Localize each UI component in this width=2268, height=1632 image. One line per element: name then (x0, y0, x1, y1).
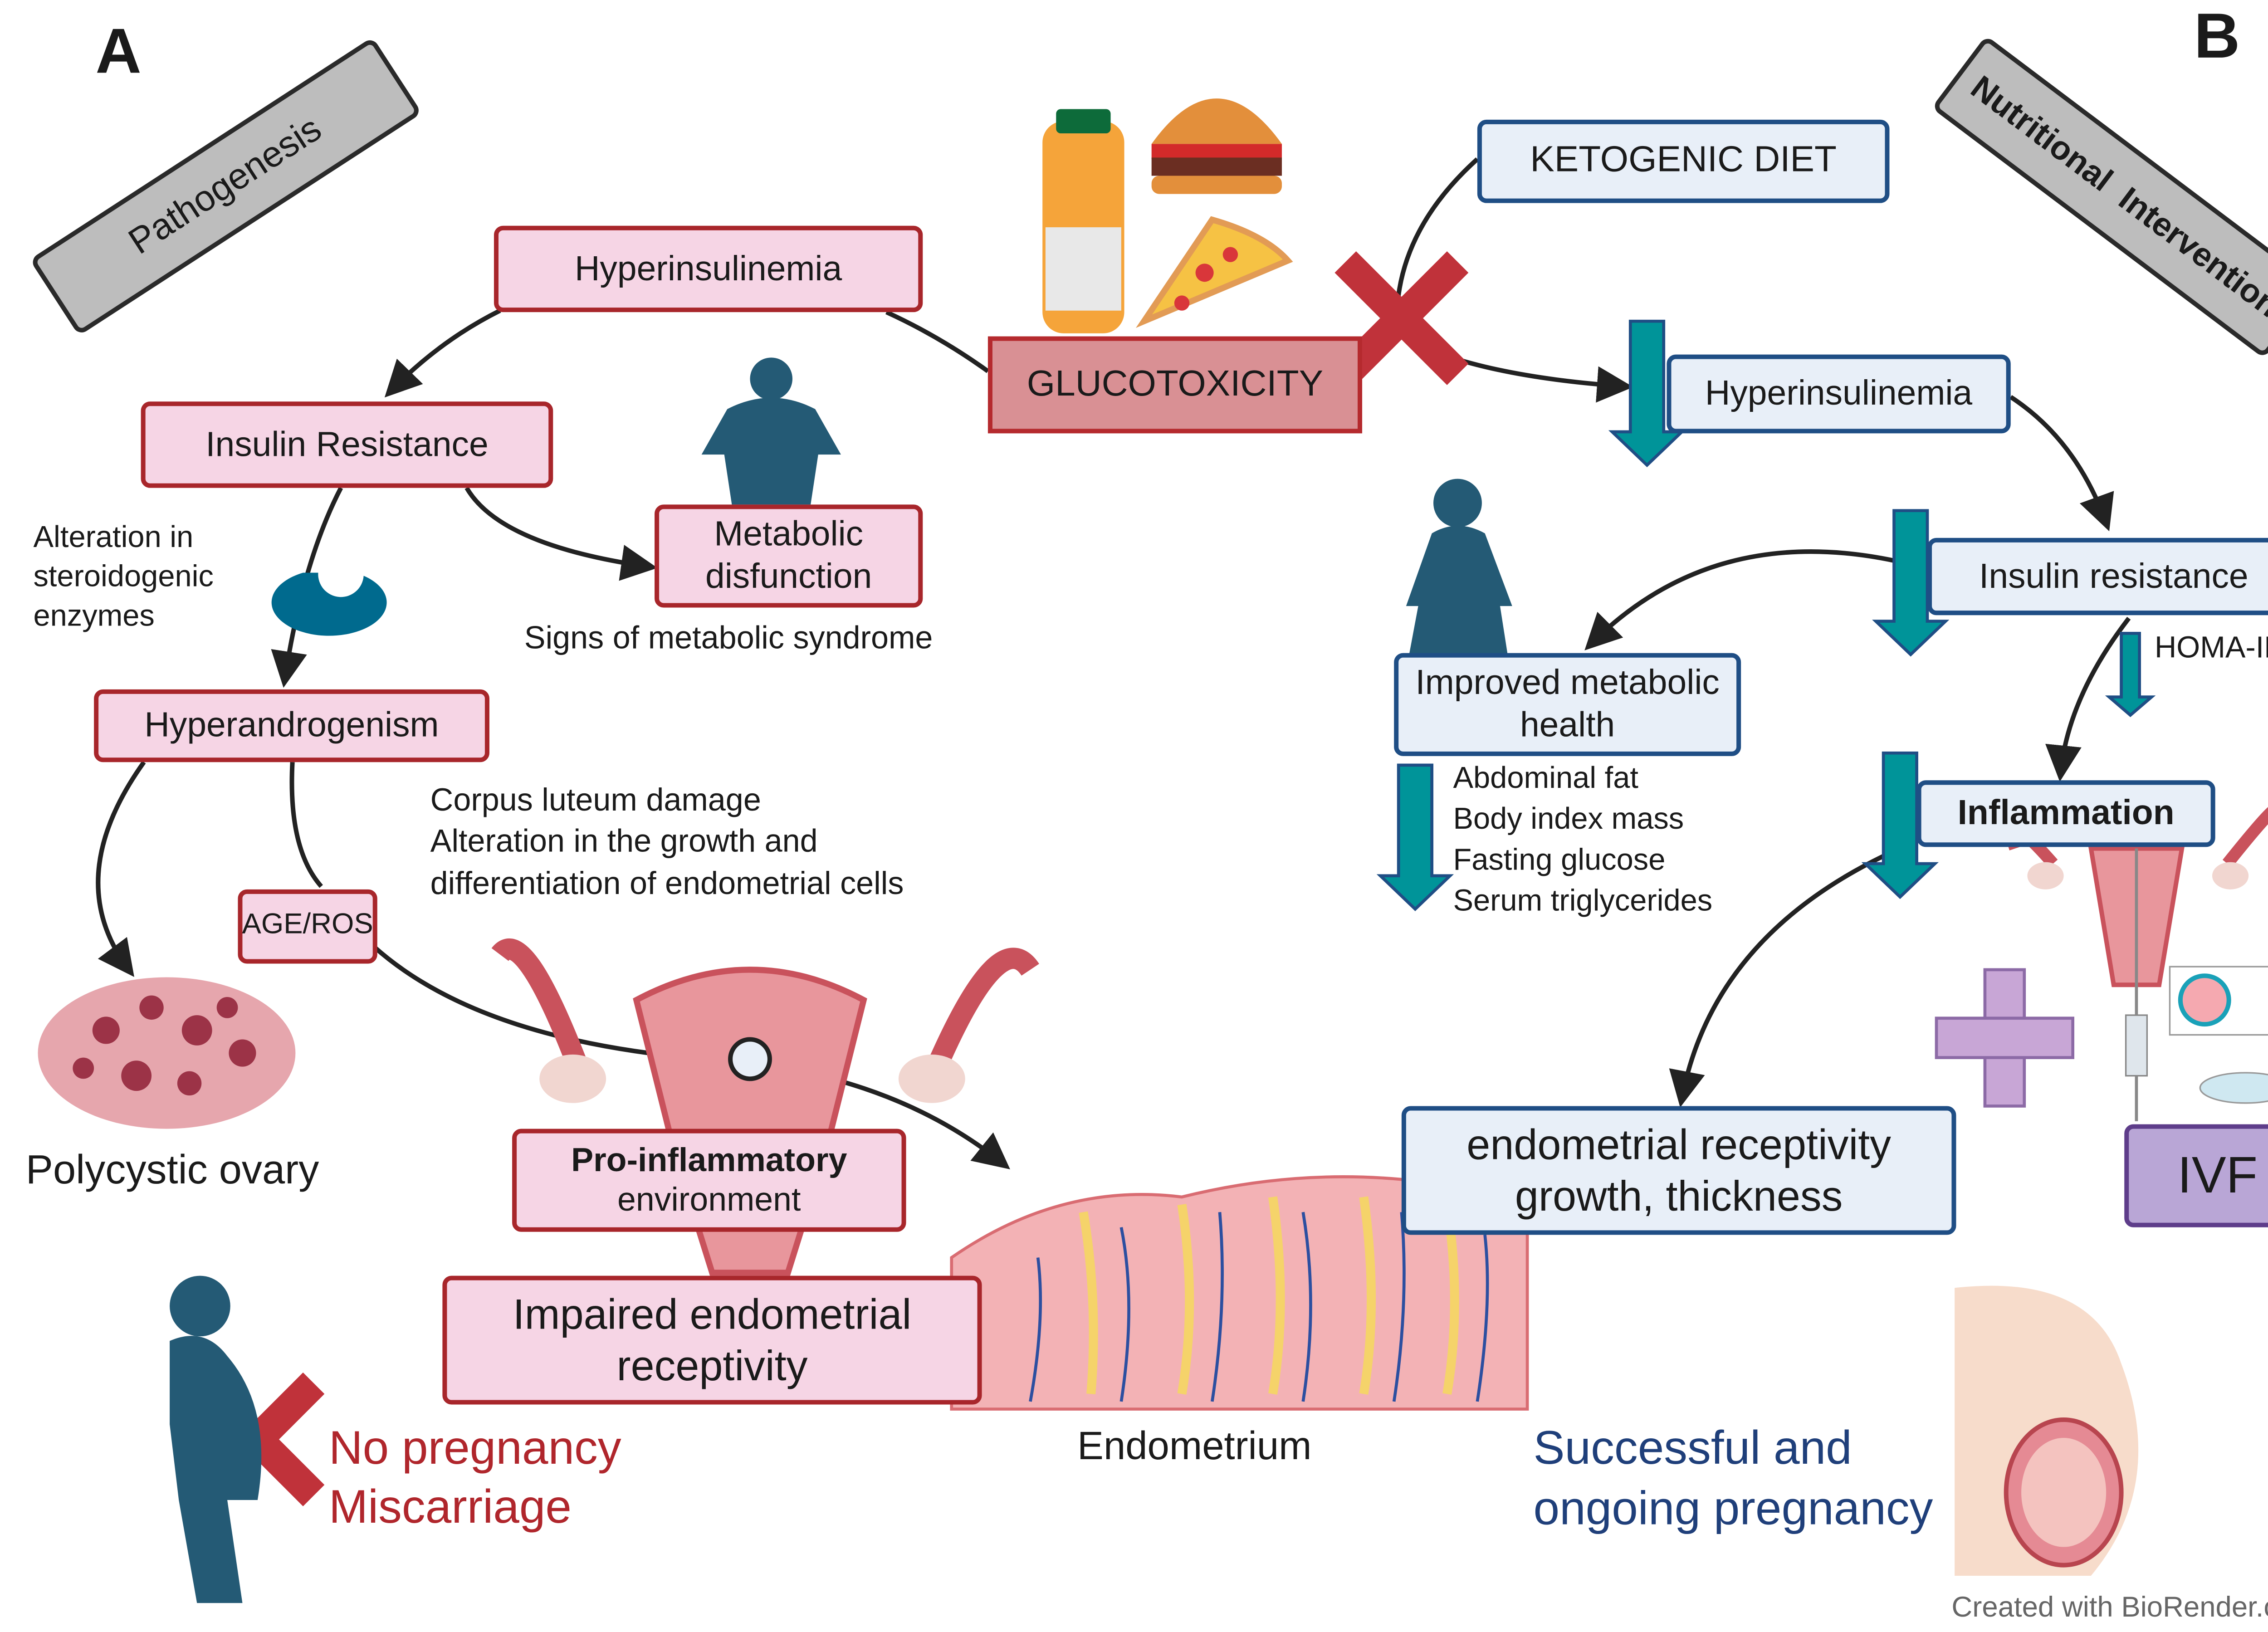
environment-label: environment (617, 1180, 801, 1218)
inflammation-box: Inflammation (1916, 780, 2215, 847)
juice-bottle-icon (1042, 109, 1124, 333)
pro-inflammatory-label: Pro-inflammatory (571, 1140, 847, 1178)
hyperinsulinemia-box-a: Hyperinsulinemia (494, 225, 923, 313)
ivf-box: IVF (2124, 1124, 2268, 1227)
pro-inflammatory-box: Pro-inflammatory environment (512, 1129, 906, 1232)
miscarriage-label: Miscarriage (328, 1480, 572, 1533)
alteration-label: Alteration in steroidogenic enzymes (33, 518, 213, 636)
endometrium-label: Endometrium (1077, 1422, 1312, 1468)
alteration-line: Alteration in (33, 521, 194, 555)
biorender-credit: Created with BioRender.com (1951, 1592, 2268, 1624)
alteration-line: enzymes (33, 600, 155, 634)
corpus-line: Alteration in the growth and (430, 825, 818, 860)
arrow-gluco-to-hyper-b (1446, 354, 1633, 403)
hyperandrogenism-box: Hyperandrogenism (94, 689, 489, 762)
negative-outcome: No pregnancy Miscarriage (329, 1420, 621, 1537)
plus-icon (1935, 968, 2075, 1108)
metabolic-disfunction-box: Metabolic disfunction (655, 504, 923, 608)
person-icon (701, 357, 841, 505)
ongoing-pregnancy-label: ongoing pregnancy (1533, 1482, 1933, 1535)
hyperinsulinemia-box-b: Hyperinsulinemia (1667, 354, 2011, 434)
burger-icon (1151, 98, 1282, 194)
impaired-receptivity-box: Impaired endometrial receptivity (442, 1275, 982, 1405)
corpus-line: Corpus luteum damage (430, 783, 761, 818)
successful-label: Successful and (1533, 1421, 1852, 1475)
woman-icon (1406, 479, 1512, 655)
endometrial-receptivity-box: endometrial receptivity growth, thicknes… (1401, 1106, 1956, 1235)
corpus-line: differentiation of endometrial cells (430, 866, 904, 901)
homa-ir-label: HOMA-IR (2155, 631, 2268, 665)
corpus-luteum-label: Corpus luteum damage Alteration in the g… (430, 780, 904, 904)
arrow-hyperandrogenism-to-ovary (96, 761, 146, 977)
alteration-line: steroidogenic (33, 560, 214, 594)
panel-a-letter: A (95, 15, 142, 87)
ketogenic-diet-box: KETOGENIC DIET (1477, 119, 1890, 203)
decrease-arrow-icon (1376, 319, 2156, 911)
reduction-item: Serum triglycerides (1453, 884, 1713, 919)
arrow-ir-to-improved (1584, 549, 1895, 650)
positive-outcome: Successful and ongoing pregnancy (1533, 1418, 1933, 1540)
reduction-item: Fasting glucose (1453, 844, 1666, 878)
arrow-ir-to-metabolic (464, 487, 658, 581)
polycystic-ovary-label: Polycystic ovary (25, 1147, 319, 1192)
arrow-hyper-to-ir (384, 308, 501, 398)
glucotoxicity-box: GLUCOTOXICITY (987, 336, 1363, 434)
improved-metabolic-health-box: Improved metabolic health (1394, 653, 1741, 756)
polycystic-ovary-icon (38, 977, 296, 1129)
pregnancy-icon (1955, 1285, 2139, 1576)
insulin-resistance-box-b: Insulin resistance (1927, 537, 2268, 616)
pizza-icon (1135, 216, 1293, 328)
enzyme-icon (271, 572, 387, 636)
age-ros-box: AGE/ROS (238, 889, 377, 964)
endometrium-icon (950, 1175, 1529, 1411)
reduction-item: Abdominal fat (1453, 762, 1638, 796)
reductions-list: Abdominal fat Body index mass Fasting gl… (1453, 759, 1712, 923)
reduction-item: Body index mass (1453, 803, 1684, 836)
signs-label: Signs of metabolic syndrome (524, 621, 933, 656)
arrow-ir-to-hyperandrogenism (271, 487, 343, 688)
panel-b-letter: B (2194, 0, 2240, 71)
arrow-hyper-to-ir-b (2009, 395, 2114, 532)
arrow-inflammation-to-endometrial (1669, 854, 1885, 1108)
pregnant-woman-icon (170, 1275, 262, 1603)
uterus-ivf-icon (2006, 807, 2268, 1121)
no-pregnancy-label: No pregnancy (328, 1421, 621, 1475)
arrow-ir-to-inflammation (2045, 616, 2131, 782)
insulin-resistance-box-a: Insulin Resistance (141, 401, 553, 488)
